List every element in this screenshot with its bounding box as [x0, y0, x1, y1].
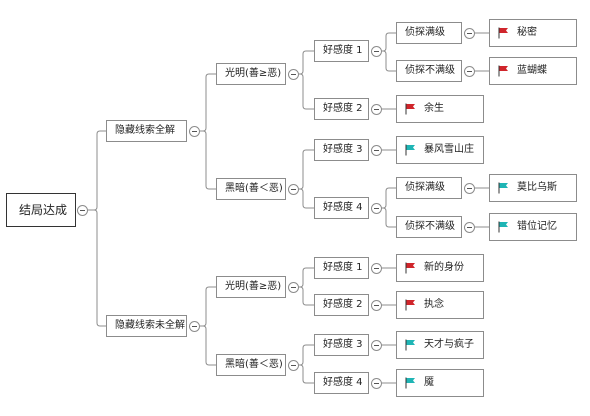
- alignment-light-full-label: 光明(善≥恶): [225, 68, 282, 79]
- collapse-toggle-favor-3-full[interactable]: [371, 145, 382, 156]
- collapse-toggle-detective-notfull-f1[interactable]: [464, 66, 475, 77]
- favor-1-partial-label: 好感度 1: [323, 262, 363, 273]
- branch-clues-partial-label: 隐藏线索未全解: [115, 320, 185, 331]
- detective-full-f1[interactable]: 侦探满级: [396, 22, 462, 44]
- branch-clues-full[interactable]: 隐藏线索全解: [106, 120, 187, 142]
- favor-2-full-label: 好感度 2: [323, 103, 363, 114]
- alignment-light-full[interactable]: 光明(善≥恶): [216, 63, 286, 85]
- detective-full-f4[interactable]: 侦探满级: [396, 177, 462, 199]
- favor-4-partial[interactable]: 好感度 4: [314, 372, 369, 394]
- favor-2-partial-label: 好感度 2: [323, 299, 363, 310]
- ending-genius-madman-label: 天才与疯子: [424, 339, 474, 350]
- ending-demon[interactable]: 魇: [396, 369, 484, 397]
- collapse-toggle-dark-partial[interactable]: [288, 360, 299, 371]
- collapse-toggle-dark-full[interactable]: [288, 184, 299, 195]
- collapse-toggle-detective-full-f4[interactable]: [464, 183, 475, 194]
- ending-storm-villa-label: 暴风雪山庄: [424, 144, 474, 155]
- ending-secret[interactable]: 秘密: [489, 19, 577, 47]
- favor-3-partial[interactable]: 好感度 3: [314, 334, 369, 356]
- ending-storm-villa[interactable]: 暴风雪山庄: [396, 136, 484, 164]
- collapse-toggle-detective-notfull-f4[interactable]: [464, 222, 475, 233]
- collapse-toggle-favor-2-partial[interactable]: [371, 300, 382, 311]
- collapse-toggle-favor-1-partial[interactable]: [371, 263, 382, 274]
- root-label: 结局达成: [19, 203, 68, 217]
- teal-flag-icon: [405, 144, 415, 156]
- ending-genius-madman[interactable]: 天才与疯子: [396, 331, 484, 359]
- ending-remaining-life[interactable]: 余生: [396, 95, 484, 123]
- branch-clues-full-label: 隐藏线索全解: [115, 125, 175, 136]
- favor-1-partial[interactable]: 好感度 1: [314, 257, 369, 279]
- root-node[interactable]: 结局达成: [6, 193, 76, 227]
- ending-new-identity[interactable]: 新的身份: [396, 254, 484, 282]
- alignment-light-partial-label: 光明(善≥恶): [225, 281, 282, 292]
- ending-obsession[interactable]: 执念: [396, 291, 484, 319]
- collapse-toggle-favor-2-full[interactable]: [371, 104, 382, 115]
- ending-mobius-label: 莫比乌斯: [517, 182, 557, 193]
- collapse-toggle-favor-1-full[interactable]: [371, 46, 382, 57]
- ending-misplaced-memory-label: 错位记忆: [517, 221, 557, 232]
- detective-notfull-f1-label: 侦探不满级: [405, 65, 455, 76]
- alignment-dark-partial[interactable]: 黑暗(善＜恶): [216, 354, 286, 376]
- collapse-toggle-clues-full[interactable]: [189, 126, 200, 137]
- detective-full-f1-label: 侦探满级: [405, 27, 445, 38]
- red-flag-icon: [405, 299, 415, 311]
- ending-demon-label: 魇: [424, 377, 434, 388]
- favor-3-full-label: 好感度 3: [323, 144, 363, 155]
- collapse-toggle-root[interactable]: [77, 205, 88, 216]
- collapse-toggle-detective-full-f1[interactable]: [464, 28, 475, 39]
- favor-3-full[interactable]: 好感度 3: [314, 139, 369, 161]
- red-flag-icon: [498, 65, 508, 77]
- ending-misplaced-memory[interactable]: 错位记忆: [489, 213, 577, 241]
- teal-flag-icon: [405, 339, 415, 351]
- detective-full-f4-label: 侦探满级: [405, 182, 445, 193]
- ending-secret-label: 秘密: [517, 27, 537, 38]
- alignment-dark-partial-label: 黑暗(善＜恶): [225, 359, 283, 370]
- alignment-dark-full-label: 黑暗(善＜恶): [225, 183, 283, 194]
- teal-flag-icon: [405, 377, 415, 389]
- collapse-toggle-light-full[interactable]: [288, 69, 299, 80]
- branch-clues-partial[interactable]: 隐藏线索未全解: [106, 315, 187, 337]
- favor-1-full-label: 好感度 1: [323, 45, 363, 56]
- ending-blue-butterfly[interactable]: 蓝蝴蝶: [489, 57, 577, 85]
- ending-mobius[interactable]: 莫比乌斯: [489, 174, 577, 202]
- collapse-toggle-favor-4-full[interactable]: [371, 203, 382, 214]
- collapse-toggle-clues-partial[interactable]: [189, 321, 200, 332]
- favor-4-full-label: 好感度 4: [323, 202, 363, 213]
- collapse-toggle-favor-3-partial[interactable]: [371, 340, 382, 351]
- collapse-toggle-favor-4-partial[interactable]: [371, 378, 382, 389]
- teal-flag-icon: [498, 182, 508, 194]
- ending-new-identity-label: 新的身份: [424, 262, 464, 273]
- alignment-dark-full[interactable]: 黑暗(善＜恶): [216, 178, 286, 200]
- favor-4-full[interactable]: 好感度 4: [314, 197, 369, 219]
- collapse-toggle-light-partial[interactable]: [288, 282, 299, 293]
- ending-remaining-life-label: 余生: [424, 103, 444, 114]
- ending-blue-butterfly-label: 蓝蝴蝶: [517, 65, 547, 76]
- detective-notfull-f4[interactable]: 侦探不满级: [396, 216, 462, 238]
- favor-2-partial[interactable]: 好感度 2: [314, 294, 369, 316]
- detective-notfull-f1[interactable]: 侦探不满级: [396, 60, 462, 82]
- favor-1-full[interactable]: 好感度 1: [314, 40, 369, 62]
- ending-obsession-label: 执念: [424, 299, 444, 310]
- teal-flag-icon: [498, 221, 508, 233]
- detective-notfull-f4-label: 侦探不满级: [405, 221, 455, 232]
- red-flag-icon: [405, 103, 415, 115]
- favor-4-partial-label: 好感度 4: [323, 377, 363, 388]
- alignment-light-partial[interactable]: 光明(善≥恶): [216, 276, 286, 298]
- red-flag-icon: [405, 262, 415, 274]
- favor-2-full[interactable]: 好感度 2: [314, 98, 369, 120]
- red-flag-icon: [498, 27, 508, 39]
- favor-3-partial-label: 好感度 3: [323, 339, 363, 350]
